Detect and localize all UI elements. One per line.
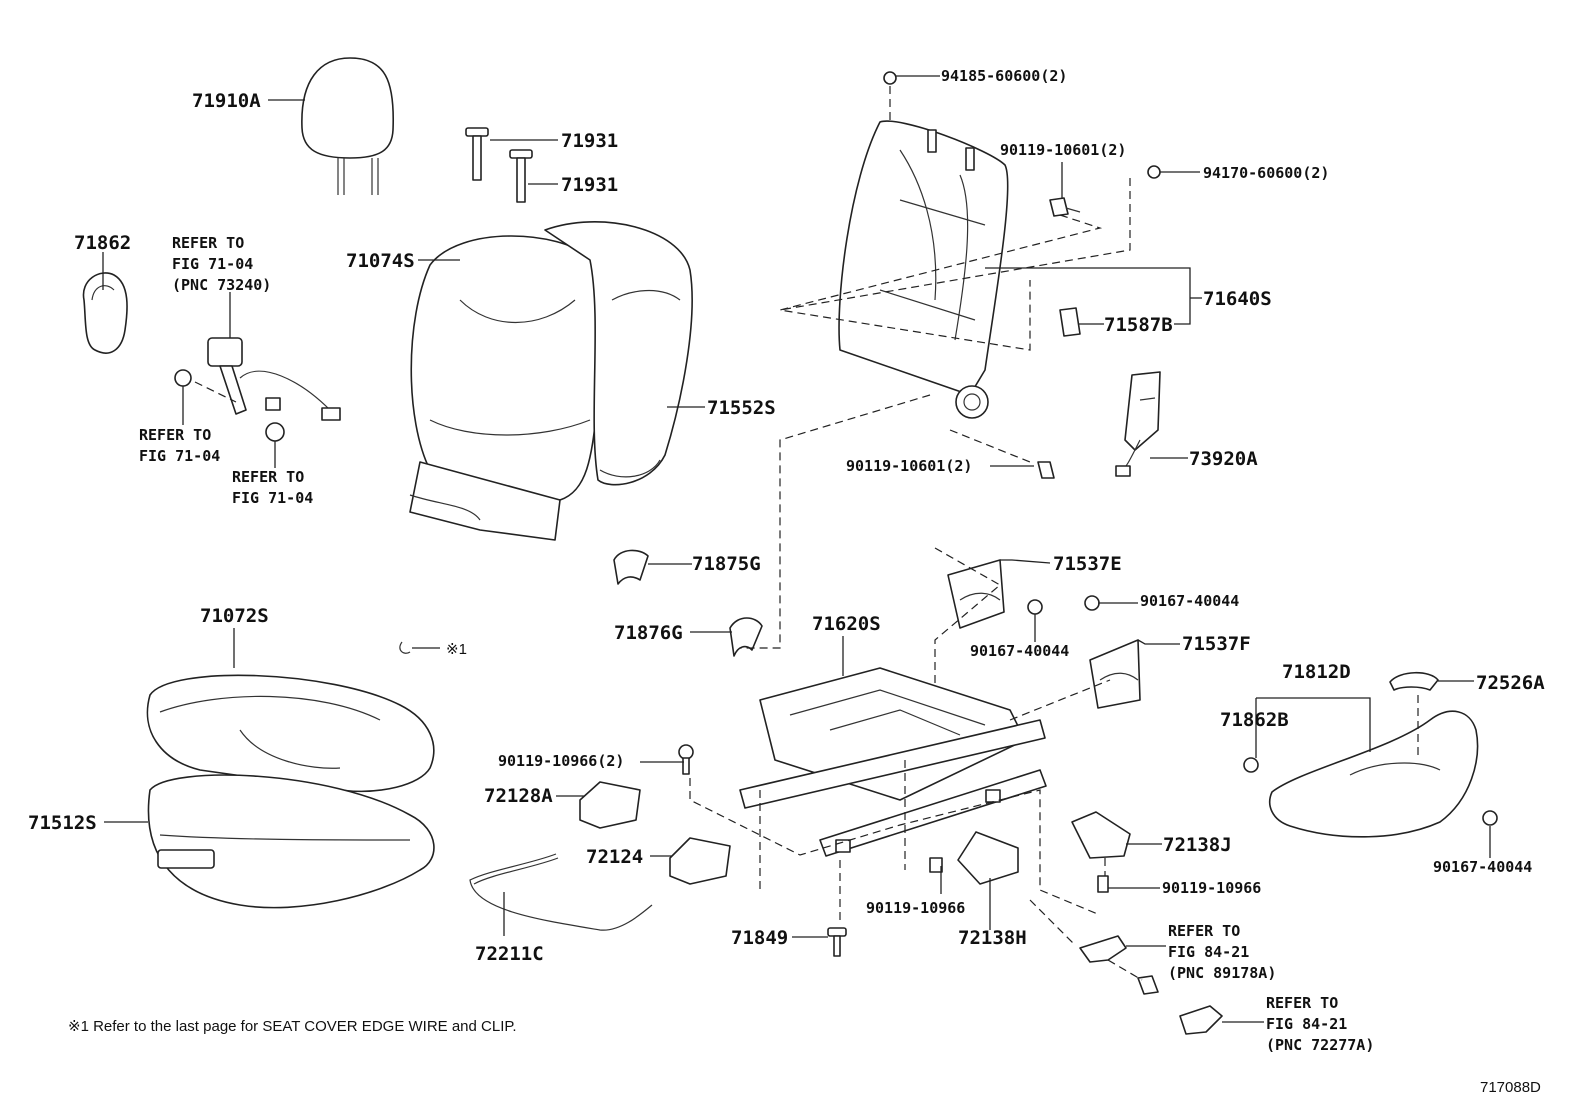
label-90167-40044-right: 90167-40044 — [1433, 858, 1532, 876]
shield-drawing — [947, 559, 1141, 709]
trim-cover-drawing — [82, 272, 128, 354]
label-71587B: 71587B — [1104, 314, 1173, 336]
clip-reference-mark: ※1 — [446, 641, 467, 658]
label-71910A: 71910A — [192, 90, 261, 112]
clip-drawing — [399, 641, 411, 654]
side-airbag-drawing — [1115, 371, 1161, 477]
label-71875G: 71875G — [692, 553, 761, 575]
label-72124: 72124 — [586, 846, 643, 868]
refer-fig-84-21-b-line1: REFER TO — [1266, 994, 1338, 1012]
label-71512S: 71512S — [28, 812, 97, 834]
label-90167-40044-left: 90167-40044 — [970, 642, 1069, 660]
label-71812D: 71812D — [1282, 661, 1351, 683]
seatback-frame-drawing — [838, 120, 1009, 419]
label-90119-10601-upper: 90119-10601(2) — [1000, 141, 1126, 159]
label-72138H: 72138H — [958, 927, 1027, 949]
recliner-cover-drawing — [613, 549, 763, 657]
label-71931-upper: 71931 — [561, 130, 618, 152]
label-71537E: 71537E — [1053, 553, 1122, 575]
headrest-drawing — [301, 57, 395, 195]
side-shield-drawing — [1243, 671, 1498, 838]
frame-fasteners-drawing — [883, 71, 1161, 479]
track-cover-drawing — [579, 781, 731, 885]
refer-fig-84-21-b-line3: (PNC 72277A) — [1266, 1036, 1374, 1054]
seat-cushion-pad-drawing — [147, 774, 435, 909]
headrest-guide-drawing — [465, 127, 533, 203]
label-71537F: 71537F — [1182, 633, 1251, 655]
label-94170-60600: 94170-60600(2) — [1203, 164, 1329, 182]
label-90119-10966-left: 90119-10966 — [866, 899, 965, 917]
label-71074S: 71074S — [346, 250, 415, 272]
refer-fig-71-04-a-line2: FIG 71-04 — [139, 447, 220, 465]
label-72128A: 72128A — [484, 785, 553, 807]
refer-fig-84-21-a-line3: (PNC 89178A) — [1168, 964, 1276, 982]
figure-id: 717088D — [1480, 1079, 1541, 1096]
label-71862B: 71862B — [1220, 709, 1289, 731]
label-72526A: 72526A — [1476, 672, 1545, 694]
label-71876G: 71876G — [614, 622, 683, 644]
seat-belt-buckle-drawing — [174, 337, 341, 442]
refer-fig-71-04-b-line1: REFER TO — [232, 468, 304, 486]
refer-fig-84-21-a-line1: REFER TO — [1168, 922, 1240, 940]
label-71849: 71849 — [731, 927, 788, 949]
seat-track-frame-drawing — [739, 667, 1047, 857]
part-labels: 71910A 71931 71931 71862 REFER TO FIG 71… — [28, 67, 1545, 1096]
seat-cushion-cover-drawing — [146, 674, 435, 793]
label-90119-10966-right: 90119-10966 — [1162, 879, 1261, 897]
label-71931-lower: 71931 — [561, 174, 618, 196]
bolt-drawing — [678, 744, 1109, 893]
seatback-pad-drawing — [544, 221, 693, 486]
refer-fig-71-04-pnc-line3: (PNC 73240) — [172, 276, 271, 294]
label-90119-10601-lower: 90119-10601(2) — [846, 457, 972, 475]
label-90167-40044-mid: 90167-40044 — [1140, 592, 1239, 610]
rail-cover-drawing — [957, 811, 1131, 885]
refer-fig-71-04-a-line1: REFER TO — [139, 426, 211, 444]
label-72138J: 72138J — [1163, 834, 1232, 856]
leader-lines — [102, 75, 1491, 1023]
label-71640S: 71640S — [1203, 288, 1272, 310]
fastener-clip-drawing — [827, 927, 847, 957]
label-71620S: 71620S — [812, 613, 881, 635]
label-94185-60600: 94185-60600(2) — [941, 67, 1067, 85]
label-72211C: 72211C — [475, 943, 544, 965]
label-73920A: 73920A — [1189, 448, 1258, 470]
footnote: ※1 Refer to the last page for SEAT COVER… — [68, 1018, 517, 1035]
label-71862: 71862 — [74, 232, 131, 254]
refer-fig-71-04-pnc-line2: FIG 71-04 — [172, 255, 253, 273]
label-90119-10966-pair: 90119-10966(2) — [498, 752, 624, 770]
refer-fig-84-21-a-line2: FIG 84-21 — [1168, 943, 1249, 961]
label-71072S: 71072S — [200, 605, 269, 627]
refer-fig-71-04-pnc-line1: REFER TO — [172, 234, 244, 252]
seatback-cover-drawing — [409, 235, 605, 541]
refer-fig-84-21-b-line2: FIG 84-21 — [1266, 1015, 1347, 1033]
label-71552S: 71552S — [707, 397, 776, 419]
connector-drawing — [1079, 935, 1223, 1035]
refer-fig-71-04-b-line2: FIG 71-04 — [232, 489, 313, 507]
